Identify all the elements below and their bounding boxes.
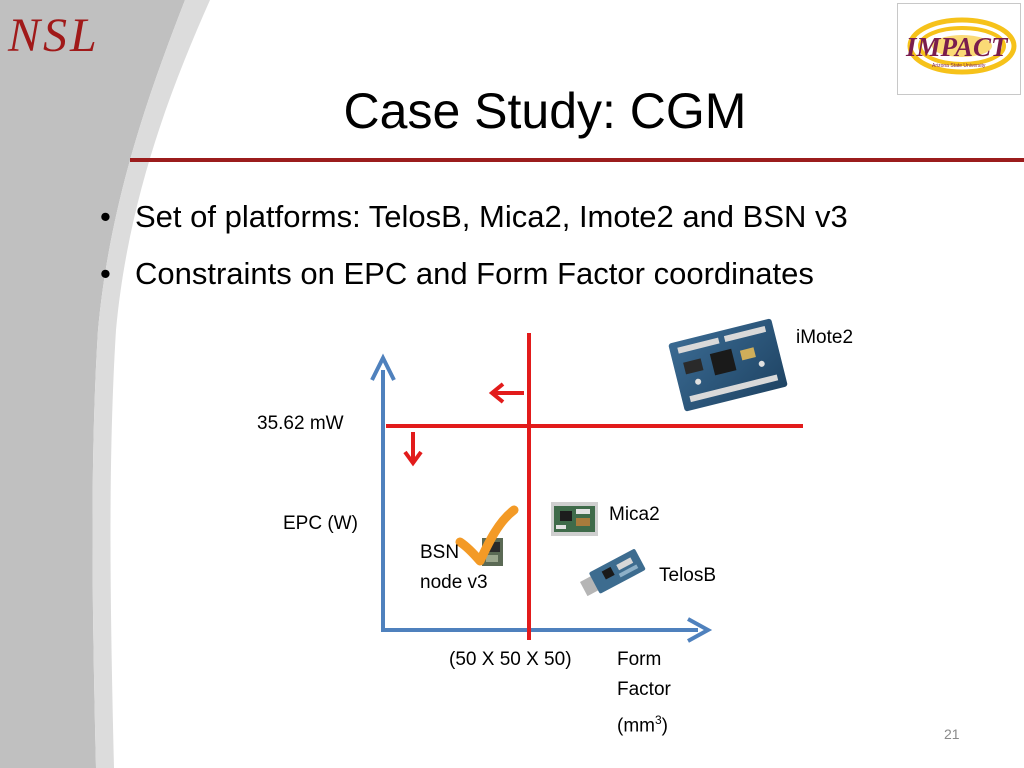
title-divider xyxy=(130,158,1024,162)
x-axis-unit-close: ) xyxy=(661,715,668,737)
x-axis-arrowhead xyxy=(687,617,713,643)
x-axis-unit-superscript: 3 xyxy=(654,713,662,727)
bullet-marker: • xyxy=(100,199,111,234)
down-arrow-icon xyxy=(403,432,423,467)
x-axis-label-line2: Factor xyxy=(617,679,671,700)
side-band xyxy=(0,0,185,768)
telosb-board-image xyxy=(579,549,646,597)
impact-logo-tagline: Arizona State University xyxy=(932,63,986,69)
y-axis-label: EPC (W) xyxy=(283,513,358,534)
impact-logo: IMPACT Arizona State University xyxy=(897,3,1021,95)
bsn-label-line1: BSN xyxy=(420,542,460,563)
x-axis-label-line1: Form xyxy=(617,649,662,670)
impact-logo-text: IMPACT xyxy=(905,32,1009,62)
imote2-board-image xyxy=(668,318,788,412)
bullet-text: Set of platforms: TelosB, Mica2, Imote2 … xyxy=(135,199,848,234)
x-axis-label-line3: (mm3) xyxy=(617,705,668,741)
y-axis-arrowhead xyxy=(370,353,396,381)
x-threshold-label: (50 X 50 X 50) xyxy=(449,649,572,670)
bullet-list: • Set of platforms: TelosB, Mica2, Imote… xyxy=(100,188,1000,302)
telosb-label: TelosB xyxy=(659,565,717,586)
checkmark-icon xyxy=(455,505,519,566)
bsn-label-line2: node v3 xyxy=(420,572,488,593)
impact-logo-graphic: IMPACT Arizona State University xyxy=(905,17,1017,75)
epc-threshold-label: 35.62 mW xyxy=(257,413,344,434)
y-axis xyxy=(370,353,396,632)
slide-title: Case Study: CGM xyxy=(343,83,747,139)
nsl-logo: NSL xyxy=(8,9,100,62)
mica2-label: Mica2 xyxy=(609,504,660,525)
imote2-label: iMote2 xyxy=(796,327,854,348)
x-axis-unit: (mm xyxy=(617,715,655,737)
bullet-item: • Set of platforms: TelosB, Mica2, Imote… xyxy=(100,188,1000,245)
left-arrow-icon xyxy=(488,382,524,404)
mica2-board-image xyxy=(551,502,598,536)
bullet-marker: • xyxy=(100,256,111,291)
bullet-item: • Constraints on EPC and Form Factor coo… xyxy=(100,245,1000,302)
bullet-text: Constraints on EPC and Form Factor coord… xyxy=(135,256,814,291)
page-number: 21 xyxy=(944,726,960,742)
side-band-highlight xyxy=(92,0,210,768)
x-axis xyxy=(381,617,713,643)
